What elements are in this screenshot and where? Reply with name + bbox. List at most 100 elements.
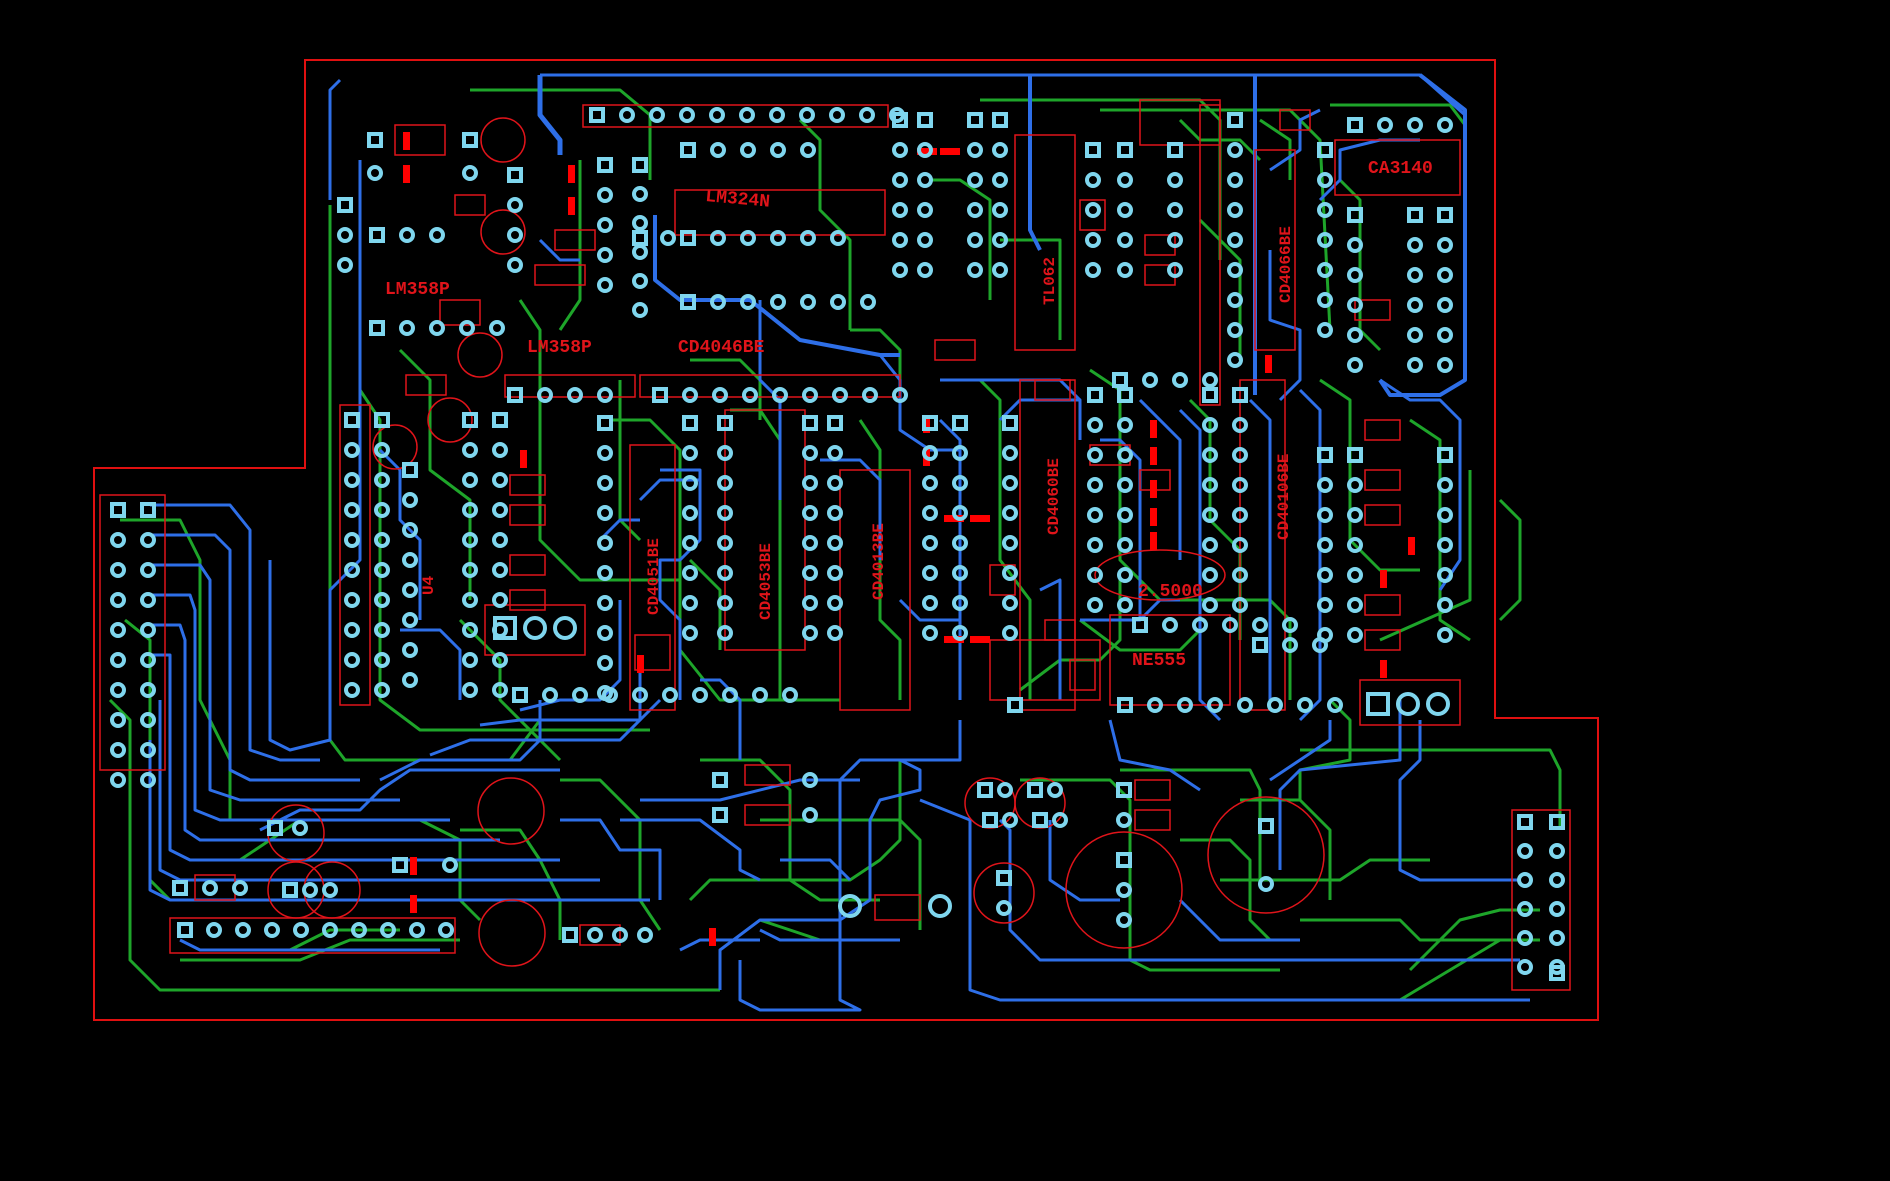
round-pad: [997, 782, 1013, 798]
round-pad: [922, 505, 938, 521]
resistor-outline: [1134, 779, 1171, 801]
round-pad: [597, 217, 613, 233]
round-pad: [1227, 262, 1243, 278]
transistor-outline: [427, 397, 473, 443]
round-pad: [1227, 232, 1243, 248]
square-pad: [1027, 782, 1043, 798]
round-pad: [344, 592, 360, 608]
round-pad: [1002, 535, 1018, 551]
round-pad: [1047, 782, 1063, 798]
round-pad: [1202, 372, 1218, 388]
ic-outline: [1359, 679, 1461, 726]
round-pad: [402, 672, 418, 688]
ic-outline: [484, 604, 586, 656]
square-pad: [1116, 852, 1132, 868]
square-pad: [1549, 814, 1565, 830]
round-pad: [140, 532, 156, 548]
ic-outline: [1254, 149, 1296, 351]
transistor-outline: [480, 117, 526, 163]
round-pad: [770, 294, 786, 310]
round-pad: [1517, 901, 1533, 917]
square-pad: [652, 387, 668, 403]
round-pad: [110, 652, 126, 668]
label-cd40106be: CD40106BE: [1275, 454, 1293, 540]
round-pad: [952, 595, 968, 611]
square-pad: [1347, 447, 1363, 463]
round-pad: [344, 622, 360, 638]
capacitor-outline: [478, 899, 546, 967]
round-pad: [612, 927, 628, 943]
square-pad: [507, 167, 523, 183]
round-pad: [827, 565, 843, 581]
round-pad: [374, 472, 390, 488]
round-pad: [374, 682, 390, 698]
round-pad: [892, 232, 908, 248]
square-pad: [282, 882, 298, 898]
round-pad: [1347, 477, 1363, 493]
round-pad: [917, 142, 933, 158]
round-pad: [344, 532, 360, 548]
round-pad: [438, 922, 454, 938]
square-pad: [1032, 812, 1048, 828]
round-pad: [1426, 692, 1450, 716]
round-pad: [140, 622, 156, 638]
round-pad: [800, 230, 816, 246]
round-pad: [1407, 297, 1423, 313]
pad-layer: [110, 107, 1565, 981]
round-pad: [838, 894, 862, 918]
square-pad: [402, 462, 418, 478]
round-pad: [952, 445, 968, 461]
round-pad: [462, 562, 478, 578]
round-pad: [1549, 930, 1565, 946]
round-pad: [235, 922, 251, 938]
square-pad: [267, 820, 283, 836]
round-pad: [367, 165, 383, 181]
round-pad: [752, 687, 768, 703]
ic-outline: [169, 917, 456, 954]
square-pad: [1085, 142, 1101, 158]
round-pad: [110, 682, 126, 698]
round-pad: [1347, 537, 1363, 553]
ic-outline: [1199, 104, 1221, 406]
round-pad: [402, 582, 418, 598]
round-pad: [992, 262, 1008, 278]
round-pad: [782, 687, 798, 703]
round-pad: [1317, 507, 1333, 523]
round-pad: [402, 492, 418, 508]
round-pad: [1227, 292, 1243, 308]
round-pad: [492, 472, 508, 488]
square-pad: [996, 870, 1012, 886]
round-pad: [1117, 417, 1133, 433]
square-pad: [1437, 207, 1453, 223]
square-pad: [1549, 965, 1565, 981]
square-pad: [717, 415, 733, 431]
square-pad: [369, 227, 385, 243]
round-pad: [1167, 202, 1183, 218]
round-pad: [1317, 477, 1333, 493]
round-pad: [1317, 202, 1333, 218]
round-pad: [597, 505, 613, 521]
round-pad: [709, 107, 725, 123]
resistor-outline: [934, 339, 976, 361]
square-pad: [1002, 415, 1018, 431]
square-pad: [177, 922, 193, 938]
round-pad: [1396, 692, 1420, 716]
ic-outline: [674, 189, 886, 236]
square-pad: [110, 502, 126, 518]
round-pad: [1317, 292, 1333, 308]
round-pad: [1312, 637, 1328, 653]
round-pad: [802, 625, 818, 641]
square-pad: [1112, 372, 1128, 388]
capacitor-outline: [1207, 796, 1325, 914]
resistor-outline: [439, 299, 481, 326]
round-pad: [892, 142, 908, 158]
round-pad: [802, 535, 818, 551]
round-pad: [1117, 262, 1133, 278]
round-pad: [827, 595, 843, 611]
square-pad: [680, 142, 696, 158]
round-pad: [952, 475, 968, 491]
round-pad: [952, 535, 968, 551]
round-pad: [399, 320, 415, 336]
resistor-outline: [534, 264, 586, 286]
